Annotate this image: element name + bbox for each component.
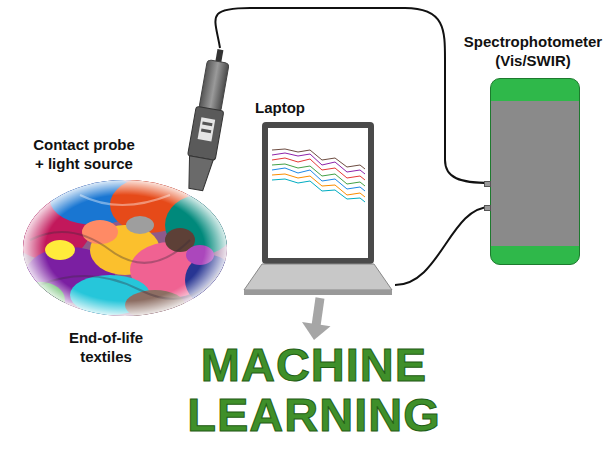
flow-arrow [302,298,331,340]
node-label: End-of-life textiles [56,328,156,366]
laptop [244,122,392,295]
node-label: Contact probe + light source [30,135,138,173]
connector-line [316,298,320,326]
device-panel [491,101,579,246]
cable-port [484,205,491,211]
arrow-head [302,322,331,340]
node-label: Spectrophotometer (Vis/SWIR) [462,32,604,70]
laptop-label: Laptop [245,98,395,298]
spectrophotometer-device [490,78,580,265]
title-text: MACHINE LEARNING [180,340,448,440]
textiles-label: End-of-life textiles [20,176,230,366]
probe-label: Contact probe + light source [30,48,230,173]
cable [395,207,490,285]
contact-probe [182,47,234,192]
connector-line [215,8,490,183]
cable [215,8,490,183]
machine-learning-title: MACHINE LEARNING [180,340,448,445]
spectrophotometer-box: Spectrophotometer (Vis/SWIR) [462,28,604,268]
cable-port [484,181,491,187]
connector-line [395,207,490,285]
node-label: Laptop [255,98,335,117]
textile-pile [10,175,235,320]
